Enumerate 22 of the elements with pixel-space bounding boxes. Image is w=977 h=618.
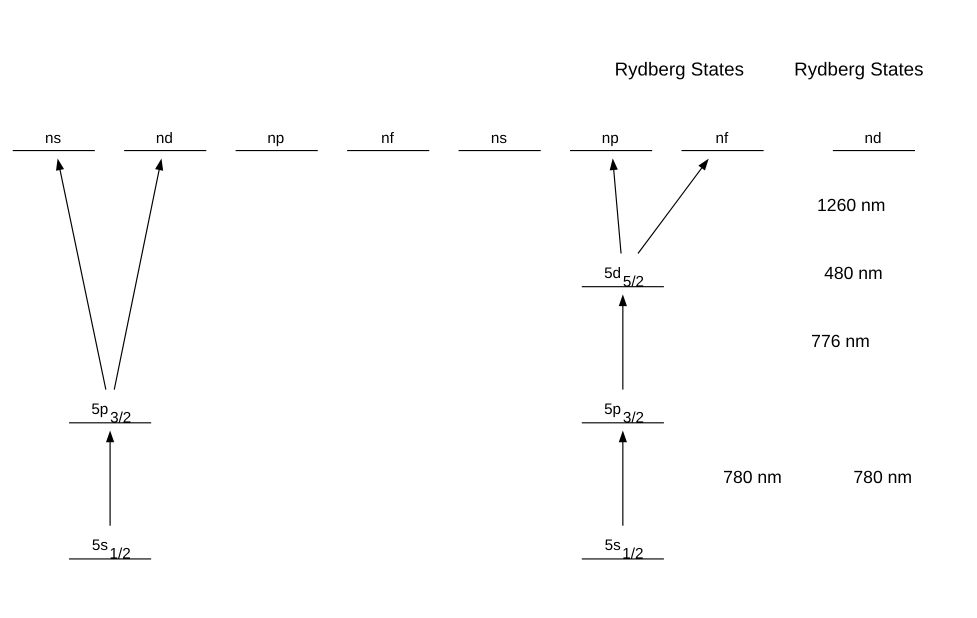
label: 776 nm (811, 331, 870, 352)
node-text: nf (716, 130, 728, 147)
arrow (618, 430, 627, 526)
arrow (638, 158, 709, 254)
node-text: nf (381, 130, 394, 147)
node-text: ns (490, 130, 507, 147)
label: 780 nm (723, 467, 782, 488)
arrow (610, 158, 622, 254)
node-text: np (267, 130, 284, 147)
arrow (114, 158, 164, 390)
arrow (106, 430, 114, 526)
label: Rydberg States (614, 58, 744, 80)
label: 1260 nm (817, 195, 886, 216)
node-text: np (602, 130, 619, 147)
label: 480 nm (824, 263, 883, 284)
arrow (56, 158, 106, 390)
node-text: ns (44, 130, 62, 147)
node-text: nd (156, 130, 173, 147)
label: 780 nm (853, 467, 912, 488)
arrow (618, 294, 627, 390)
label: Rydberg States (794, 58, 924, 80)
node-text: nd (864, 130, 882, 147)
